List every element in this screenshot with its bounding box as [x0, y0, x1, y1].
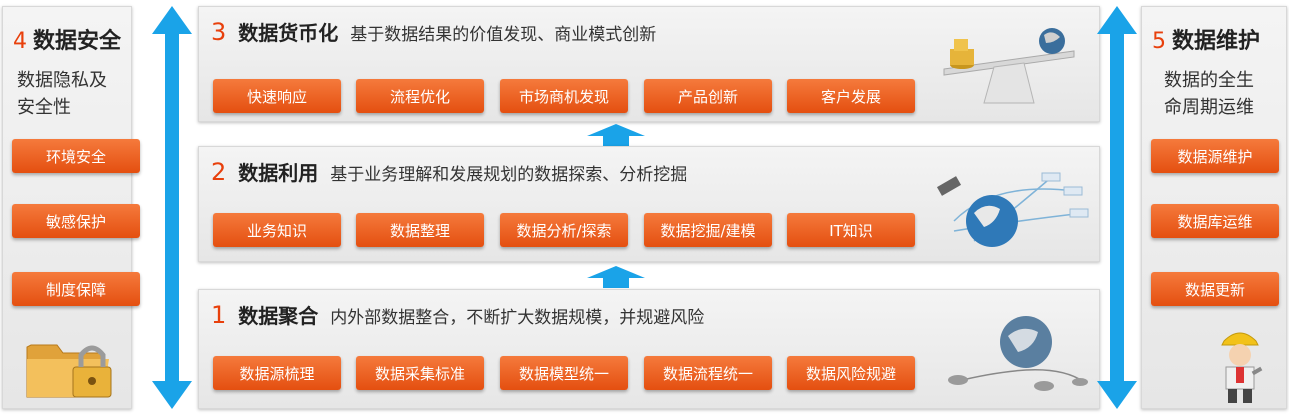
business-knowledge-button[interactable]: 业务知识 [213, 213, 341, 247]
data-source-review-button[interactable]: 数据源梳理 [213, 356, 341, 390]
rapid-response-button[interactable]: 快速响应 [213, 79, 341, 113]
database-operations-button[interactable]: 数据库运维 [1151, 204, 1279, 238]
market-opportunity-button[interactable]: 市场商机发现 [500, 79, 628, 113]
up-arrow-icon [587, 124, 645, 146]
data-organization-button[interactable]: 数据整理 [356, 213, 484, 247]
right-double-arrow-icon [1097, 6, 1137, 409]
coins-scale-globe-icon [943, 28, 1075, 104]
data-process-unification-button[interactable]: 数据流程统一 [644, 356, 772, 390]
customer-development-button[interactable]: 客户发展 [787, 79, 915, 113]
product-innovation-button[interactable]: 产品创新 [644, 79, 772, 113]
layer-1-desc: 内外部数据整合，不断扩大数据规模，并规避风险 [330, 308, 705, 328]
layer-2-desc: 基于业务理解和发展规划的数据探索、分析挖掘 [330, 165, 688, 185]
it-knowledge-button[interactable]: IT知识 [787, 213, 915, 247]
layer-2-name: 数据利用 [238, 161, 319, 185]
data-risk-avoidance-button[interactable]: 数据风险规避 [787, 356, 915, 390]
data-mining-button[interactable]: 数据挖掘/建模 [644, 213, 772, 247]
layer-utilization: 2 数据利用 基于业务理解和发展规划的数据探索、分析挖掘 业务知识 数据整理 数… [198, 146, 1100, 262]
data-analysis-button[interactable]: 数据分析/探索 [500, 213, 628, 247]
data-security-subtitle: 数据隐私及 安全性 [17, 70, 107, 118]
layer-monetization: 3 数据货币化 基于数据结果的价值发现、商业模式创新 快速响应 流程优化 市场商… [198, 6, 1100, 122]
layer-3-name: 数据货币化 [238, 21, 339, 45]
layer-1-number: 1 [211, 301, 227, 329]
layer-aggregation: 1 数据聚合 内外部数据整合，不断扩大数据规模，并规避风险 数据源梳理 数据采集… [198, 289, 1100, 409]
layer-2-number: 2 [211, 158, 227, 186]
data-collection-standard-button[interactable]: 数据采集标准 [356, 356, 484, 390]
layer-1-name: 数据聚合 [238, 304, 319, 328]
left-double-arrow-icon [152, 6, 192, 409]
construction-worker-icon [1221, 332, 1263, 403]
layer-3-number: 3 [211, 18, 227, 46]
globe-mouse-icon [948, 316, 1088, 391]
process-optimization-button[interactable]: 流程优化 [356, 79, 484, 113]
data-maintenance-subtitle: 数据的全生 命周期运维 [1164, 70, 1254, 118]
layer-3-desc: 基于数据结果的价值发现、商业模式创新 [350, 25, 657, 45]
satellite-globe-network-icon [936, 172, 1089, 247]
sensitive-protection-button[interactable]: 敏感保护 [12, 204, 140, 238]
data-model-unification-button[interactable]: 数据模型统一 [500, 356, 628, 390]
policy-guarantee-button[interactable]: 制度保障 [12, 272, 140, 306]
data-source-maintenance-button[interactable]: 数据源维护 [1151, 139, 1279, 173]
environment-security-button[interactable]: 环境安全 [12, 139, 140, 173]
folder-padlock-icon [26, 344, 112, 398]
data-update-button[interactable]: 数据更新 [1151, 272, 1279, 306]
up-arrow-icon [587, 266, 645, 288]
